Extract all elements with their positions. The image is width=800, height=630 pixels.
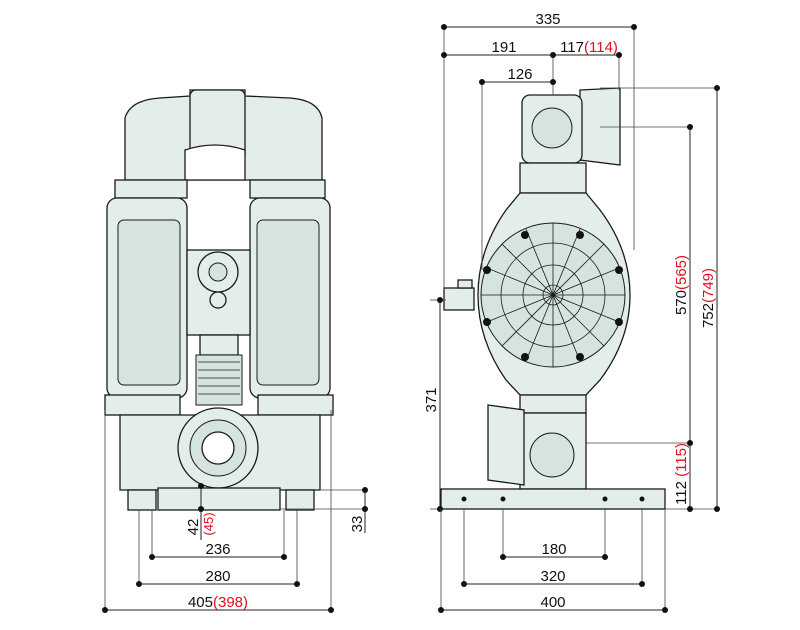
dim-overall-depth: 335 xyxy=(535,11,560,28)
dim-front-offset: 117(114) xyxy=(560,39,618,56)
dim-outlet-center-height: 570(565) xyxy=(673,255,690,315)
dim-inlet-offset: 126 xyxy=(507,66,532,83)
dim-overall-width: 405(398) xyxy=(188,594,248,611)
dim-foot-outer: 280 xyxy=(205,568,230,585)
dim-overall-height: 752(749) xyxy=(700,268,717,328)
front-view-pump xyxy=(104,89,334,511)
dim-base-width: 400 xyxy=(540,594,565,611)
dim-foot-inner: 236 xyxy=(205,541,230,558)
dim-base-hole-inner: 180 xyxy=(541,541,566,558)
dim-air-inlet-height: 371 xyxy=(423,387,440,412)
dim-rear-offset: 191 xyxy=(491,39,516,56)
dim-outlet-height: 42 xyxy=(185,519,202,536)
front-view-dimensions: 405(398) 280 236 42 (45) 33 xyxy=(102,410,368,613)
dim-foot-height: 33 xyxy=(349,516,366,533)
side-view-dimensions: 335 191 117(114) 126 752(749) 570(565) 1… xyxy=(423,11,720,613)
dim-base-hole-outer: 320 xyxy=(540,568,565,585)
side-view-pump xyxy=(440,87,666,510)
dim-outlet-height-alt: (45) xyxy=(201,512,216,535)
diaphragm-ribs xyxy=(481,223,625,367)
dim-inlet-center-height: 112 (115) xyxy=(673,443,690,505)
